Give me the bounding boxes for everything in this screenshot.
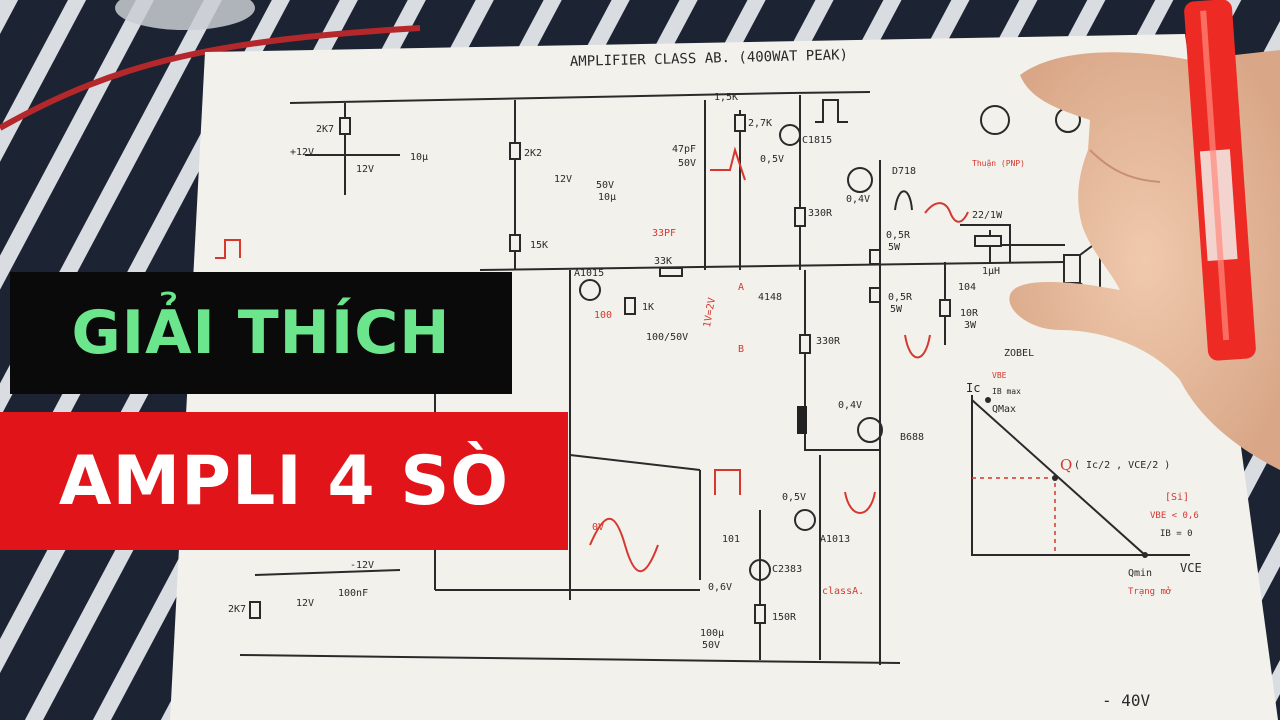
- label-p-5w-a: 5W: [888, 242, 901, 253]
- label-cap-47pf: 47pF: [672, 144, 696, 155]
- label-cap-top: 10μ: [410, 152, 428, 163]
- label-v-0-5-b: 0,5V: [782, 492, 806, 503]
- rail-negative-label: - 40V: [1102, 691, 1151, 710]
- label-r-2-7k: 2,7K: [748, 118, 772, 129]
- label-cap-10u: 10μ: [598, 192, 616, 203]
- graph-vce-label: VCE: [1180, 561, 1202, 575]
- caption-line-2-text: AMPLI 4 SÒ: [58, 441, 510, 521]
- graph-qmin-label: Qmin: [1128, 568, 1152, 579]
- label-q-c1815: C1815: [802, 135, 832, 146]
- label-r-10r: 10R: [960, 308, 979, 319]
- label-cap-47pf-v: 50V: [678, 158, 696, 169]
- label-ov: 0V: [592, 522, 604, 533]
- graph-note-vbe: VBE: [992, 371, 1007, 380]
- label-supply-negative: -12V: [350, 560, 374, 571]
- label-r-330r-a: 330R: [808, 208, 833, 219]
- label-r-0-5r-b: 0,5R: [888, 292, 913, 303]
- graph-note-vbe-lt: VBE < 0,6: [1150, 511, 1199, 521]
- label-r-0-5r-a: 0,5R: [886, 230, 911, 241]
- label-p-3w: 3W: [964, 320, 977, 331]
- graph-qmax-label: QMax: [992, 404, 1016, 415]
- label-l-1uh: 1μH: [982, 266, 1000, 277]
- label-r-2k7-bot: 2K7: [228, 604, 246, 615]
- label-a: A: [738, 282, 744, 293]
- label-r-22-1w: 22/1W: [972, 210, 1003, 221]
- label-v-1-2v: 1V=2V: [702, 297, 718, 329]
- caption-line-1-text: GIẢI THÍCH: [71, 298, 451, 368]
- graph-note-si: [Si]: [1165, 492, 1189, 503]
- label-cap-100u: 100/50V: [646, 332, 688, 343]
- label-r-2k2: 2K2: [524, 148, 542, 159]
- label-zener-top: 12V: [356, 164, 374, 175]
- pen: [1184, 0, 1256, 361]
- label-cap-100nf: 100nF: [338, 588, 368, 599]
- label-cap-104: 104: [958, 282, 976, 293]
- black-resistor: [797, 406, 807, 434]
- label-r-1-5k-top: 1,5K: [714, 92, 738, 103]
- label-cap-50v: 50V: [596, 180, 614, 191]
- label-v-0-4-a: 0,4V: [846, 194, 870, 205]
- graph-ic-label: Ic: [966, 381, 980, 395]
- label-d-4148: 4148: [758, 292, 782, 303]
- caption-line-2: AMPLI 4 SÒ: [0, 412, 568, 550]
- sheet-title: AMPLIFIER CLASS AB. (400WAT PEAK): [570, 47, 848, 70]
- label-cap-100u-b-v: 50V: [702, 640, 720, 651]
- transistor-symbols: [579, 105, 1081, 581]
- waveform-sketches: [215, 146, 969, 573]
- waveform-sketches-ink: [815, 99, 913, 211]
- label-r-2k7-top: 2K7: [316, 124, 334, 135]
- label-r-330r-b: 330R: [816, 336, 841, 347]
- label-q-d718: D718: [892, 166, 916, 177]
- graph-note-ibmax: IB max: [992, 387, 1021, 396]
- label-cap-33pf: 33PF: [652, 228, 676, 239]
- label-v-0-4-b: 0,4V: [838, 400, 862, 411]
- label-v-0-5: 0,5V: [760, 154, 784, 165]
- label-p-5w-b: 5W: [890, 304, 903, 315]
- label-v-0-6: 0,6V: [708, 582, 732, 593]
- label-r-150r: 150R: [772, 612, 797, 623]
- label-b: B: [738, 344, 744, 355]
- mug-top: [115, 0, 255, 30]
- label-thuan: Thuận (PNP): [972, 159, 1025, 168]
- graph-note-ib0: IB = 0: [1160, 529, 1193, 539]
- graph-q-formula: ( Ic/2 , VCE/2 ): [1074, 460, 1170, 471]
- label-class-a: classA.: [822, 586, 864, 597]
- label-q-a1015: A1015: [574, 268, 604, 279]
- label-supply-positive: +12V: [290, 147, 314, 158]
- label-cap-100: 100: [594, 310, 612, 321]
- label-zener-mid: 12V: [554, 174, 572, 185]
- label-q-a1013: A1013: [820, 534, 850, 545]
- label-zobel: ZOBEL: [1004, 348, 1034, 359]
- label-r-33k: 33K: [654, 256, 672, 267]
- label-cap-100u-b: 100μ: [700, 628, 724, 639]
- label-zener-bot: 12V: [296, 598, 314, 609]
- graph-q-label: Q: [1060, 456, 1072, 474]
- graph-note-trang-mo: Trạng mở: [1128, 586, 1172, 597]
- label-r-1k: 1K: [642, 302, 654, 313]
- resistor-symbols: [249, 114, 1002, 624]
- label-cap-101: 101: [722, 534, 740, 545]
- load-line-graph: Ic VCE Q ( Ic/2 , VCE/2 ) QMax Qmin VBE …: [966, 371, 1202, 597]
- label-q-b688: B688: [900, 432, 924, 443]
- label-q-c2383: C2383: [772, 564, 802, 575]
- red-cable: [0, 25, 421, 131]
- caption-line-1: GIẢI THÍCH: [10, 272, 512, 394]
- label-r-15k: 15K: [530, 240, 548, 251]
